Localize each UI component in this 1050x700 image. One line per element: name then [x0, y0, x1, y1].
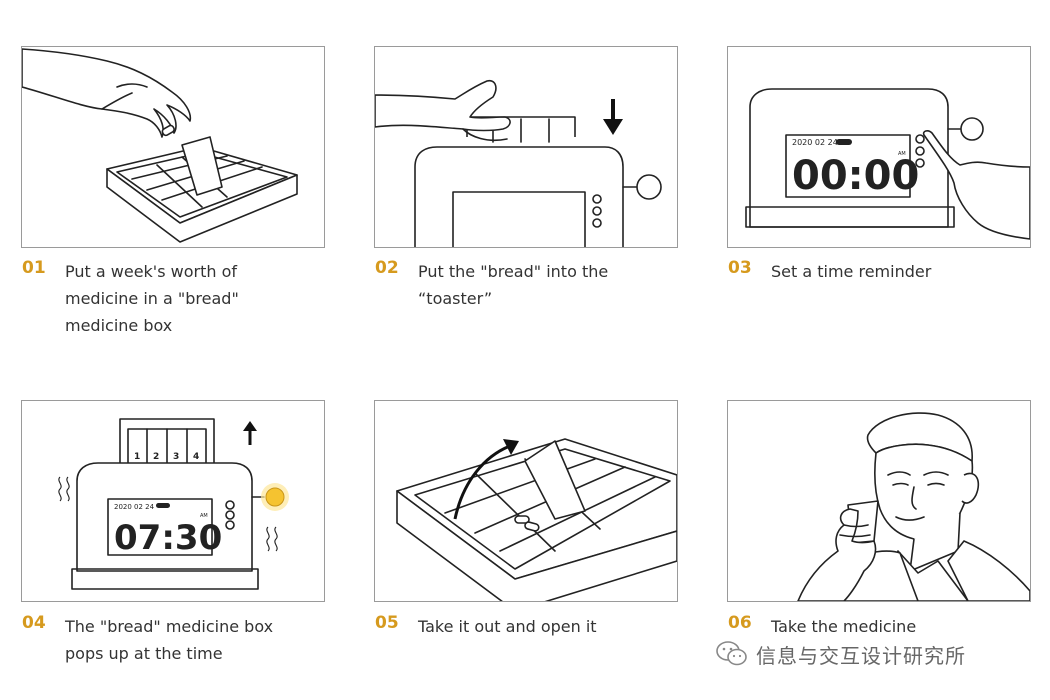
medicine-box-illustration [22, 48, 298, 243]
toaster-popup-illustration: 1 2 3 4 2020 02 24 AM 07:30 [58, 418, 289, 590]
step-number: 06 [728, 613, 752, 633]
display-time: 07:30 [114, 518, 222, 558]
step-illustration-5 [374, 400, 678, 602]
display-date: 2020 02 24 [114, 503, 155, 511]
display-time: 00:00 [792, 153, 919, 199]
display-date: 2020 02 24 [792, 138, 838, 147]
watermark-text: 信息与交互设计研究所 [756, 643, 966, 668]
slot-label: 3 [173, 452, 179, 462]
arrow-down-icon [603, 119, 623, 135]
open-box-illustration [396, 438, 677, 601]
step-description: Set a time reminder [771, 262, 932, 281]
display-screen [107, 498, 213, 556]
step-description: Take it out and open it [418, 617, 597, 636]
light-indicator-icon [265, 487, 285, 507]
display-screen [785, 134, 911, 198]
wechat-icon [716, 641, 747, 666]
step-illustration-2 [374, 46, 678, 248]
step-number: 01 [22, 258, 46, 278]
curved-arrow-icon [453, 444, 511, 520]
step-illustration-6 [727, 400, 1031, 602]
arrow-up-icon [243, 421, 257, 431]
step-description: Put the "bread" into the “toaster” [418, 262, 609, 308]
step-number: 04 [22, 613, 46, 633]
toaster-insert-illustration [375, 79, 662, 247]
slot-label: 4 [193, 452, 199, 462]
step-number: 02 [375, 258, 399, 278]
watermark: 信息与交互设计研究所 [716, 634, 966, 674]
display-ampm: AM [898, 151, 906, 157]
step-illustration-3: 2020 02 24 AM 00:00 [727, 46, 1031, 248]
slot-label: 2 [153, 452, 159, 462]
step-number: 03 [728, 258, 752, 278]
step-description: Take the medicine [771, 617, 917, 636]
toaster-set-time-illustration: 2020 02 24 AM 00:00 [745, 88, 1030, 240]
step-illustration-4: 1 2 3 4 2020 02 24 AM 07:30 [21, 400, 325, 602]
slot-label: 1 [134, 452, 140, 462]
display-ampm: AM [200, 513, 208, 519]
step-description: Put a week's worth of medicine in a "bre… [65, 262, 239, 335]
man-drinking-illustration [797, 412, 1030, 601]
toaster-screen [452, 191, 586, 247]
step-description: The "bread" medicine box pops up at the … [65, 617, 274, 663]
step-illustration-1 [21, 46, 325, 248]
lever-knob [636, 174, 662, 200]
step-number: 05 [375, 613, 399, 633]
